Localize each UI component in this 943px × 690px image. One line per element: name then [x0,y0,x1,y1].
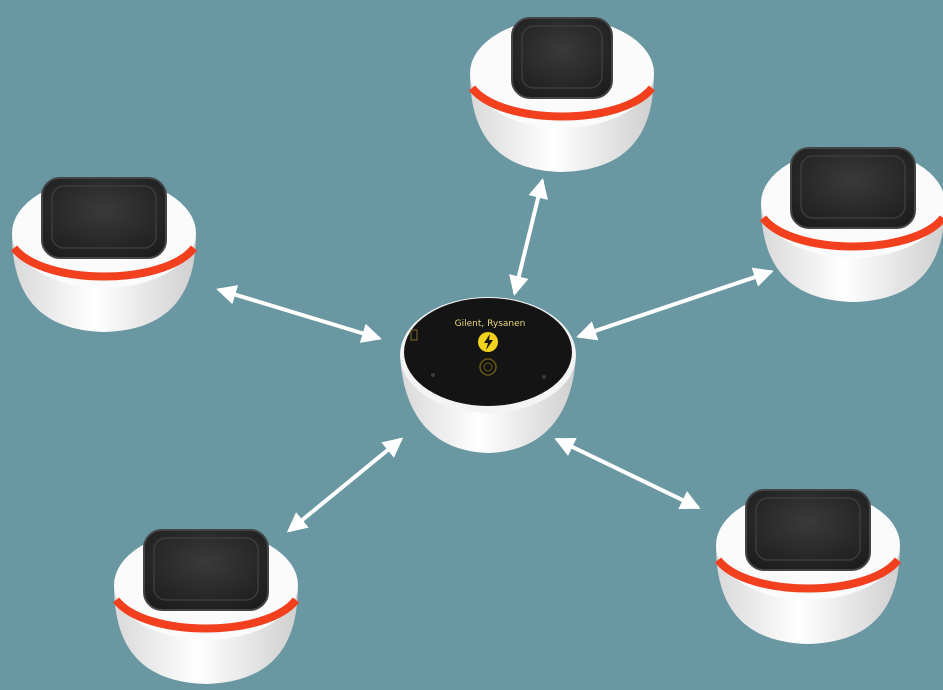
arrow-bottom-right [554,437,701,510]
hub-device: Gilent, Rysanen [400,297,576,453]
satellite-device-left [10,177,198,332]
arrow-bottom-left [286,437,404,533]
arrow-left [216,285,382,343]
hub-side-mark [410,329,418,341]
satellite-device-right [759,147,943,302]
lightning-badge-icon [478,332,498,352]
satellite-device-bottom-right [714,489,902,644]
hub-label: Gilent, Rysanen [455,319,526,329]
satellite-device-top [468,17,656,172]
arrow-top [509,178,548,296]
hub-button [479,358,497,376]
satellite-device-bottom-left [112,529,300,684]
arrow-right [576,267,774,341]
